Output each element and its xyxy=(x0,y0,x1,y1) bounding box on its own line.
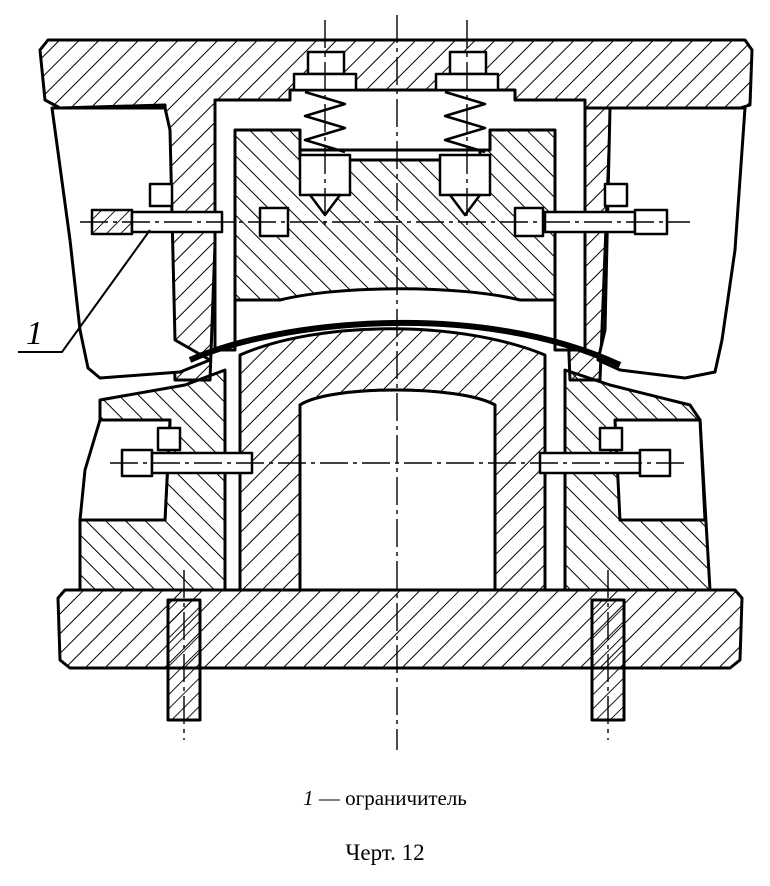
legend-text: ограничитель xyxy=(345,786,467,810)
callout-leader xyxy=(18,229,151,353)
legend-number: 1 xyxy=(303,786,314,810)
upper-spring-assembly-right xyxy=(434,50,500,217)
base-plate xyxy=(56,588,744,670)
figure-caption: Черт. 12 xyxy=(345,840,425,865)
upper-right-flange xyxy=(596,106,747,380)
legend-dash: — xyxy=(318,786,340,810)
callout-number: 1 xyxy=(26,315,43,352)
die-assembly-drawing: 1 xyxy=(18,15,754,750)
workpiece-sheet xyxy=(188,319,622,368)
legend-caption: 1 — ограничитель xyxy=(0,786,770,811)
